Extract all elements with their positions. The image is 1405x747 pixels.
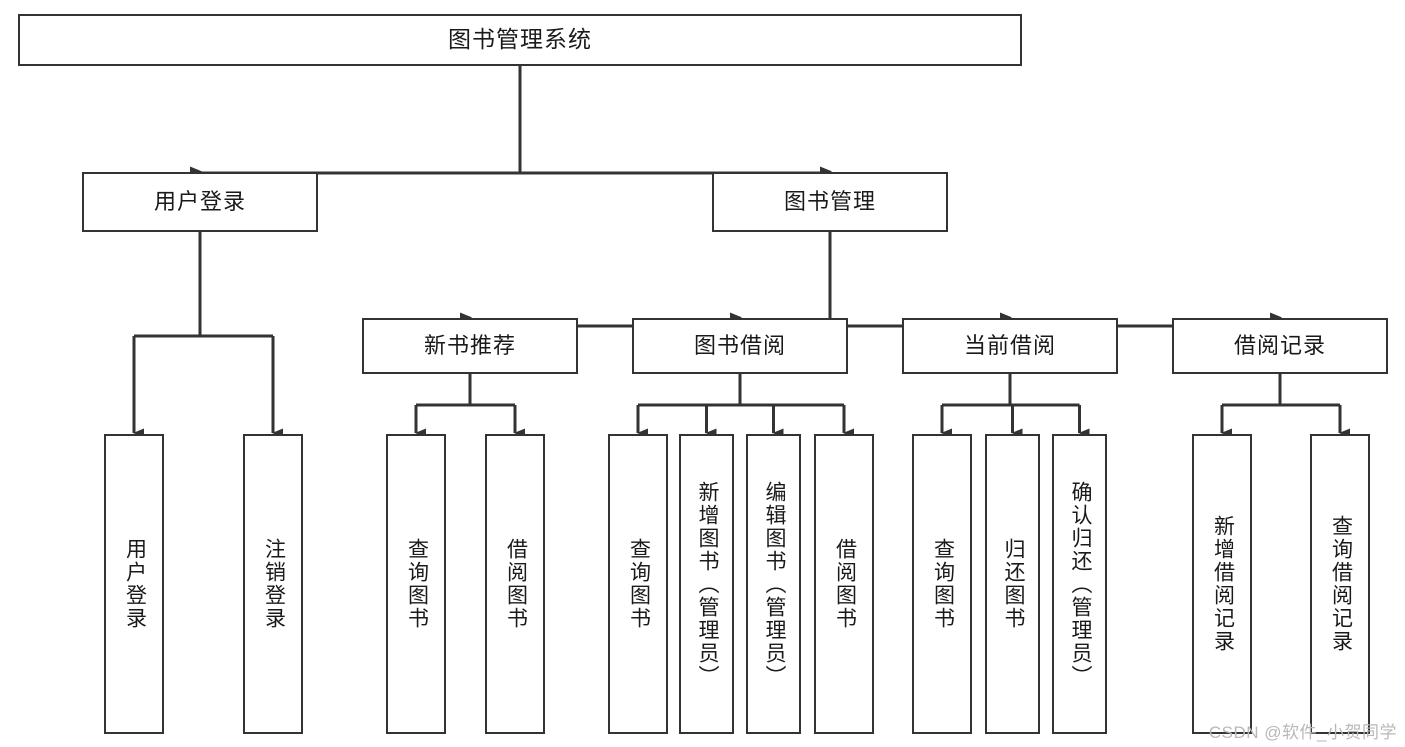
node-root[interactable]: 图书管理系统 [18,14,1022,66]
node-borrow-record[interactable]: 借阅记录 [1172,318,1388,374]
node-label: 图书管理系统 [448,26,592,53]
node-label: 借阅记录 [1233,332,1326,358]
node-leaf-query-book-cur[interactable]: 查询图书 [912,434,972,734]
node-book-borrow[interactable]: 图书借阅 [632,318,848,374]
node-label: 用户登录 [153,188,246,214]
node-label: 确认归还（管理员） [1068,480,1092,688]
node-label: 新书推荐 [423,332,516,358]
node-label: 查询图书 [931,538,955,630]
node-label: 图书借阅 [693,332,786,358]
node-leaf-query-book-rec[interactable]: 查询图书 [386,434,446,734]
node-leaf-borrow-book[interactable]: 借阅图书 [814,434,874,734]
node-leaf-add-borrow-record[interactable]: 新增借阅记录 [1192,434,1252,734]
node-label: 查询借阅记录 [1329,515,1353,653]
node-label: 新增图书（管理员） [695,480,719,688]
node-leaf-logout[interactable]: 注销登录 [243,434,303,734]
node-label: 当前借阅 [963,332,1056,358]
node-book-manage[interactable]: 图书管理 [712,172,948,232]
node-leaf-confirm-return-admin[interactable]: 确认归还（管理员） [1052,434,1107,734]
node-label: 查询图书 [627,538,651,630]
node-label: 新增借阅记录 [1211,515,1235,653]
node-leaf-query-book-borrow[interactable]: 查询图书 [608,434,668,734]
node-label: 图书管理 [783,188,876,214]
node-label: 注销登录 [262,538,286,630]
edges-group [132,66,1350,438]
node-leaf-user-login[interactable]: 用户登录 [104,434,164,734]
node-leaf-add-book-admin[interactable]: 新增图书（管理员） [679,434,734,734]
node-leaf-borrow-book-rec[interactable]: 借阅图书 [485,434,545,734]
node-new-book-recommend[interactable]: 新书推荐 [362,318,578,374]
node-user-login[interactable]: 用户登录 [82,172,318,232]
node-label: 查询图书 [405,538,429,630]
node-label: 借阅图书 [504,538,528,630]
node-label: 用户登录 [123,538,147,630]
node-leaf-edit-book-admin[interactable]: 编辑图书（管理员） [746,434,801,734]
node-label: 归还图书 [1001,538,1025,630]
node-leaf-return-book[interactable]: 归还图书 [985,434,1040,734]
node-leaf-query-borrow-record[interactable]: 查询借阅记录 [1310,434,1370,734]
node-label: 借阅图书 [833,538,857,630]
node-label: 编辑图书（管理员） [762,480,786,688]
node-current-borrow[interactable]: 当前借阅 [902,318,1118,374]
